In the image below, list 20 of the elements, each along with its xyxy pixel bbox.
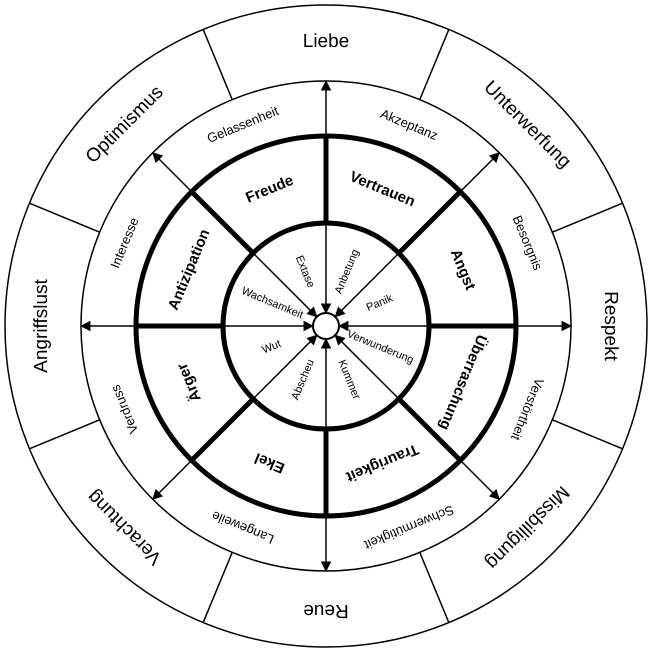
double-arrow [152, 152, 318, 318]
double-arrow [338, 320, 572, 332]
emotion-label: Angriffslust [30, 279, 54, 373]
emotion-label: Extase [292, 254, 317, 290]
emotion-label: Angst [446, 246, 479, 293]
double-arrow [320, 338, 332, 572]
emotion-label: Wut [260, 338, 284, 358]
emotion-label: Panik [364, 292, 395, 316]
double-arrow [334, 334, 500, 500]
emotion-label: Respekt [598, 291, 622, 361]
double-arrow [320, 80, 332, 314]
emotion-label: Freude [243, 172, 296, 208]
emotion-label: Ärger [174, 360, 206, 404]
double-arrow [80, 320, 314, 332]
center-circle [312, 312, 340, 340]
double-arrow [152, 334, 318, 500]
double-arrow [334, 152, 500, 318]
emotion-label: Reue [303, 598, 349, 622]
emotion-label: Liebe [302, 30, 350, 54]
emotion-label: Ekel [252, 448, 288, 476]
